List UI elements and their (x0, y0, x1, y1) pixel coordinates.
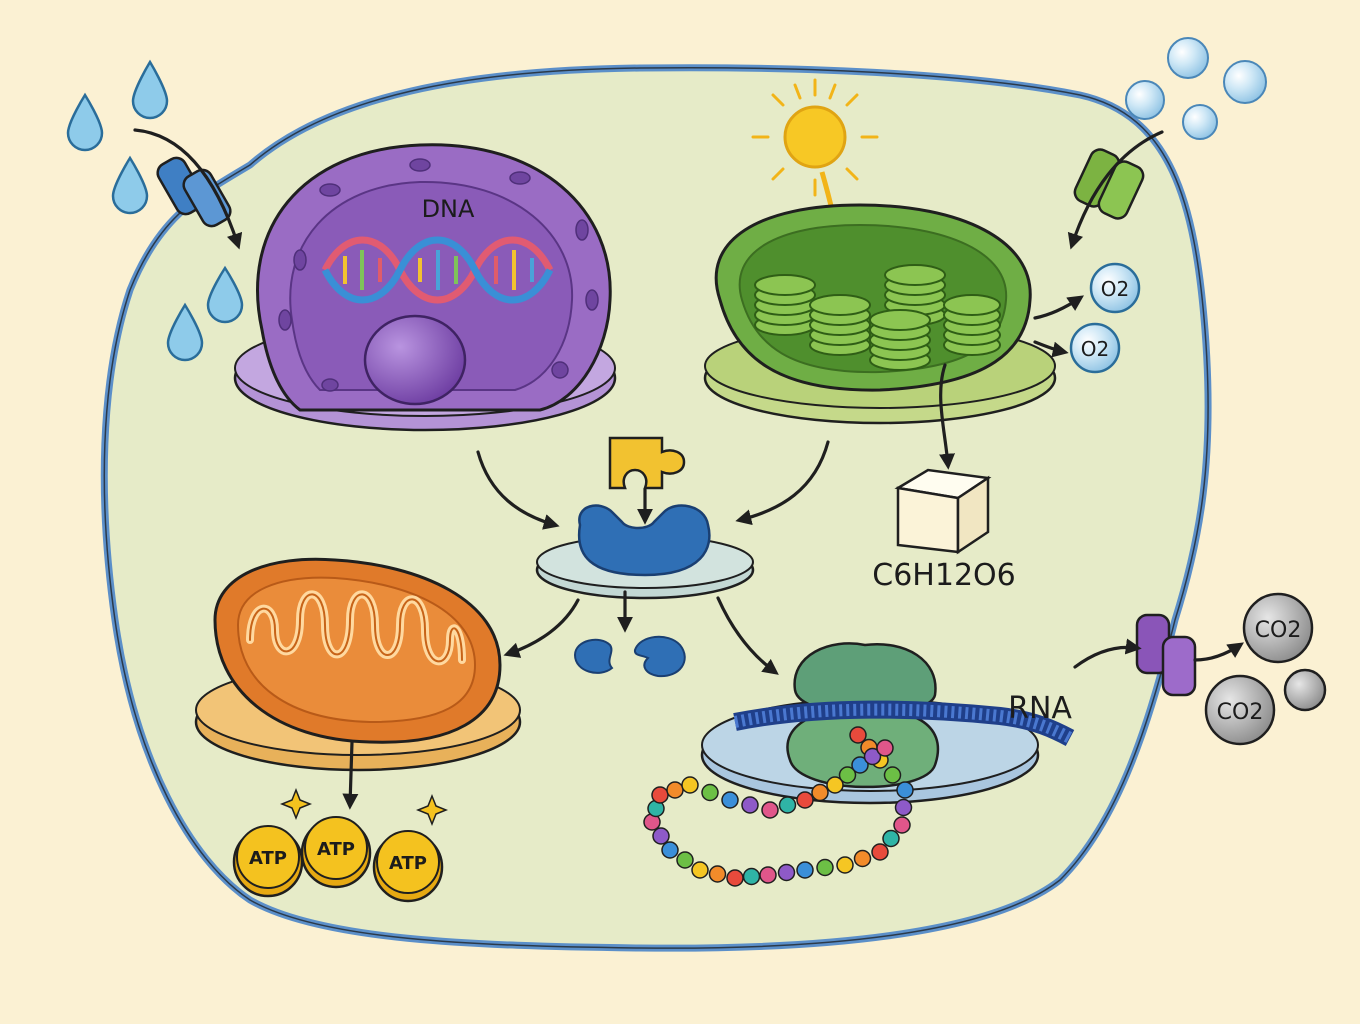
sugar-cube-icon (894, 468, 992, 555)
amino-acid-bead-icon (876, 739, 894, 757)
amino-acid-bead-icon (851, 756, 869, 774)
atp-coin-3: ATP (372, 830, 444, 903)
svg-text:CO2: CO2 (1255, 618, 1302, 643)
sun-icon (751, 78, 879, 197)
water-drops (66, 59, 244, 362)
amino-acid-bead-icon (896, 781, 914, 799)
amino-acid-bead-icon (836, 856, 854, 874)
amino-acid-bead-icon (882, 829, 900, 848)
rna-label: RNA (1008, 691, 1072, 726)
enzyme-substrate-complex (535, 436, 755, 600)
water-channel (156, 156, 232, 228)
amino-acid-bead-icon (741, 796, 759, 814)
amino-acid-bead-icon (651, 786, 669, 804)
amino-acid-bead-icon (666, 781, 684, 799)
amino-acid-bead-icon (661, 841, 679, 859)
amino-acid-bead-icon (811, 783, 829, 802)
mitochondrion (194, 557, 522, 772)
dna-helix (321, 236, 554, 304)
water-drop-icon (131, 59, 169, 120)
atp-coin-1: ATP (232, 825, 304, 898)
oxygen-bubbles (1125, 37, 1267, 140)
svg-text:ATP: ATP (249, 848, 287, 869)
amino-acid-bead-icon (871, 843, 889, 861)
amino-acid-bead-icon (691, 861, 709, 879)
amino-acid-bead-icon (721, 791, 739, 809)
chloroplast (703, 203, 1057, 425)
amino-acid-bead-icon (853, 849, 872, 868)
amino-acid-bead-icon (701, 783, 719, 802)
amino-acid-bead-icon (826, 776, 844, 794)
oxygen-channel (1073, 148, 1145, 220)
water-drop-icon (66, 92, 104, 152)
amino-acid-bead-icon (681, 776, 699, 794)
polypeptide-chain (643, 726, 914, 887)
svg-text:CO2: CO2 (1217, 700, 1264, 725)
released-enzyme-fragments (573, 635, 686, 678)
amino-acid-bead-icon (778, 796, 797, 814)
amino-acid-bead-icon (742, 867, 761, 886)
amino-acid-bead-icon (761, 801, 779, 819)
mrna-strand (733, 700, 1075, 746)
enzyme (577, 504, 711, 577)
svg-text:O2: O2 (1081, 337, 1109, 361)
glucose-label: C6H12O6 (872, 558, 1015, 593)
amino-acid-bead-icon (708, 865, 727, 883)
water-drop-icon (206, 265, 244, 324)
amino-acid-bead-icon (849, 726, 867, 744)
amino-acid-bead-icon (893, 816, 911, 834)
co2-small-bubble (1283, 668, 1327, 712)
svg-text:O2: O2 (1101, 277, 1129, 301)
amino-acid-bead-icon (759, 866, 777, 884)
svg-text:ATP: ATP (317, 839, 355, 860)
amino-acid-bead-icon (777, 863, 796, 882)
svg-text:ATP: ATP (389, 853, 427, 874)
dna-label: DNA (422, 195, 475, 223)
atp-coin-2: ATP (300, 816, 372, 889)
amino-acid-bead-icon (796, 861, 814, 879)
co2-channel (1135, 613, 1197, 697)
amino-acid-bead-icon (863, 747, 882, 766)
nucleus (233, 143, 617, 432)
sparkle-icon (279, 787, 313, 821)
co2-molecule-1: CO2 (1242, 592, 1314, 664)
amino-acid-bead-icon (726, 869, 744, 887)
amino-acid-bead-icon (816, 858, 834, 877)
amino-acid-bead-icon (676, 851, 694, 869)
amino-acid-bead-icon (883, 766, 902, 784)
oxygen-product-2: O2 (1069, 322, 1121, 374)
nucleolus (363, 314, 467, 406)
water-drop-icon (166, 302, 204, 362)
amino-acid-bead-icon (838, 766, 857, 784)
amino-acid-bead-icon (894, 798, 913, 817)
co2-molecule-2: CO2 (1204, 674, 1276, 746)
oxygen-product-1: O2 (1089, 262, 1141, 314)
amino-acid-bead-icon (652, 827, 670, 845)
thylakoid-stacks (754, 264, 1001, 371)
amino-acid-bead-icon (796, 791, 814, 809)
sparkle-icon (415, 793, 449, 827)
water-drop-icon (111, 155, 149, 215)
puzzle-substrate-icon (608, 436, 686, 490)
